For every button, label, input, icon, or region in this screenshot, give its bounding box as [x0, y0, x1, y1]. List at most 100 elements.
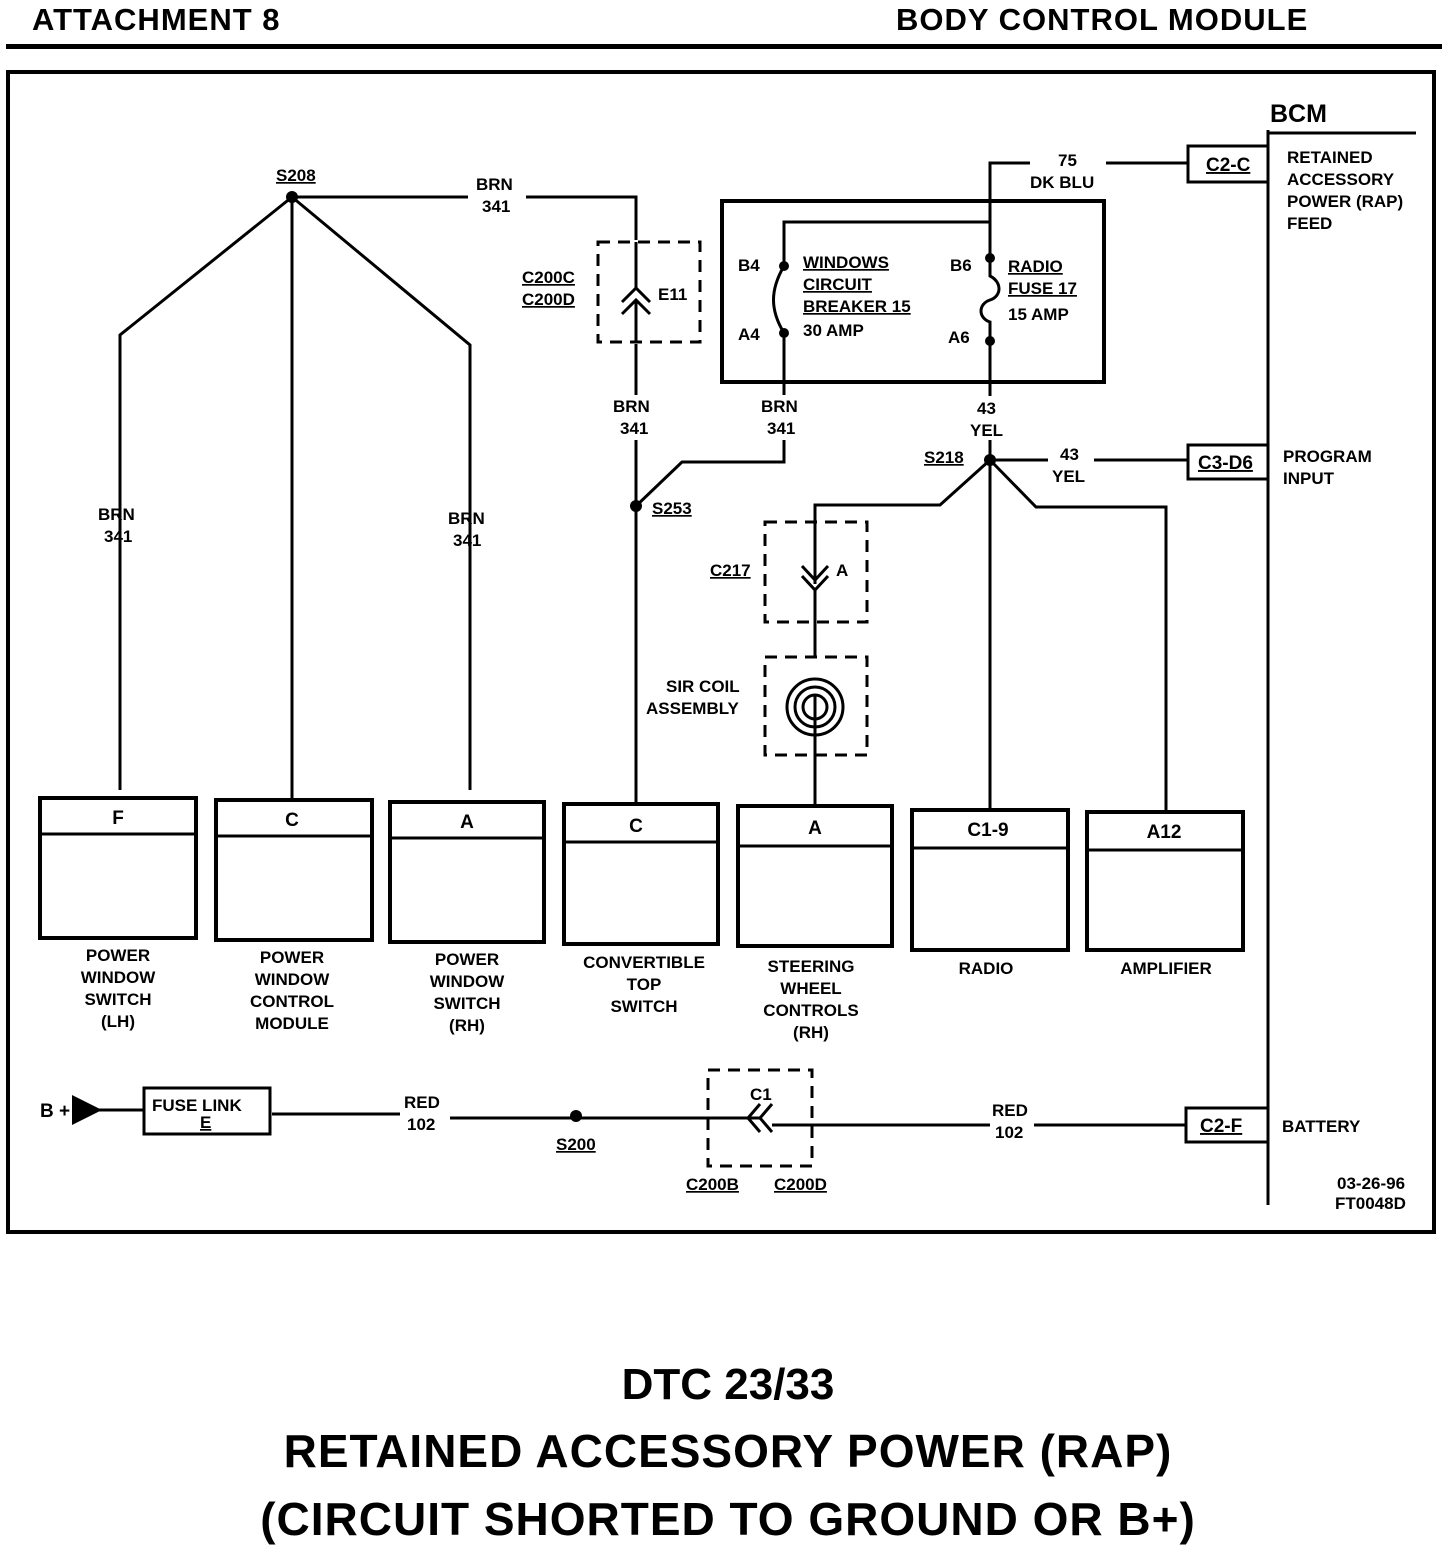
module-label-2: WINDOW [81, 968, 157, 987]
module-label-1: POWER [86, 946, 150, 965]
pin-box [1186, 443, 1270, 481]
figure-code: FT0048D [1335, 1194, 1406, 1213]
fuse-label-1: RADIO [1008, 257, 1063, 276]
wire-label-341-right: 341 [453, 531, 481, 550]
wire-label-341-top: 341 [482, 197, 510, 216]
fuse-block-bus [782, 220, 992, 266]
connector-label-c200b: C200B [686, 1175, 739, 1194]
module-amplifier: A12 AMPLIFIER [1085, 810, 1245, 978]
module-label-4: (RH) [449, 1016, 485, 1035]
module-label-2: WHEEL [780, 979, 841, 998]
dtc-condition: (CIRCUIT SHORTED TO GROUND OR B+) [260, 1493, 1196, 1545]
module-label-1: AMPLIFIER [1120, 959, 1212, 978]
wire-label-brn-left: BRN [98, 505, 135, 524]
fuse-amp: 15 AMP [1008, 305, 1069, 324]
module-label-4: (LH) [101, 1012, 135, 1031]
wire-label-102-right: 102 [995, 1123, 1023, 1142]
module-box [736, 804, 894, 948]
module-box [1085, 810, 1245, 952]
wire-label-dk-blu: DK BLU [1030, 173, 1094, 192]
connector-label-c200c: C200C [522, 268, 575, 287]
fuse-icon [979, 258, 1001, 341]
pin-b4: B4 [738, 256, 760, 275]
cb-label-3: BREAKER 15 [803, 297, 911, 316]
splice-s218: S218 [924, 448, 996, 467]
splice-label: S253 [652, 499, 692, 518]
module-power-window-control-module: C POWER WINDOW CONTROL MODULE [214, 798, 374, 1033]
module-pin: A [808, 818, 822, 839]
fuse-link: FUSE LINK E [142, 1086, 272, 1136]
splice-s200: S200 [556, 1110, 596, 1154]
battery-label: BATTERY [1282, 1117, 1361, 1136]
wire-s208-fanout [118, 195, 472, 790]
header-attachment: ATTACHMENT 8 [32, 2, 281, 37]
pin-label: C2-C [1206, 155, 1251, 176]
module-box [388, 800, 546, 944]
wire-label-341-left: 341 [104, 527, 132, 546]
wire-label-red-right: RED [992, 1101, 1028, 1120]
fuse-block-outline [720, 199, 1106, 384]
module-box [910, 808, 1070, 952]
dtc-subtitle: RETAINED ACCESSORY POWER (RAP) [283, 1425, 1173, 1477]
program-input-label-1: PROGRAM [1283, 447, 1372, 466]
connector-c217: A C217 [710, 505, 869, 624]
connector-pin-label: E11 [658, 285, 687, 304]
wire-label-75: 75 [1058, 151, 1077, 170]
module-label-1: POWER [435, 950, 499, 969]
module-label-2: WINDOW [430, 972, 506, 991]
wire-s218-steering [813, 458, 992, 522]
header-rule [6, 44, 1442, 49]
rap-feed-label-1: RETAINED [1287, 148, 1373, 167]
bcm-pin-c2c: C2-C [1186, 144, 1270, 184]
sir-coil-label-2: ASSEMBLY [646, 699, 740, 718]
module-pin: F [112, 808, 124, 829]
module-power-window-switch-lh: F POWER WINDOW SWITCH (LH) [38, 796, 198, 1031]
sir-coil: SIR COIL ASSEMBLY [646, 655, 869, 757]
module-label-4: (RH) [793, 1023, 829, 1042]
wire-label-brn-cb: BRN [761, 397, 798, 416]
connector-chevron-icon [800, 564, 830, 583]
wire-label-43-fuse: 43 [977, 399, 996, 418]
bplus-label: B + [40, 1101, 70, 1122]
wire-label-brn-mid: BRN [613, 397, 650, 416]
fuse-link-label-1: FUSE LINK [152, 1096, 242, 1115]
splice-s253: S253 [630, 499, 692, 518]
module-label-3: SWITCH [84, 990, 151, 1009]
module-pin: A12 [1147, 822, 1182, 843]
splice-s208: S208 [276, 166, 316, 203]
fuse-link-label-2: E [200, 1113, 211, 1132]
module-pin: A [460, 812, 474, 833]
connector-c1: C1 C200B C200D [686, 1068, 827, 1194]
wire-s253-cb [634, 440, 786, 508]
wire-label-yel-bcm: YEL [1052, 467, 1085, 486]
connector-chevron-icon [746, 1103, 762, 1133]
splice-dot [286, 191, 298, 203]
splice-dot [570, 1110, 582, 1122]
circuit-breaker-icon [772, 265, 786, 334]
wire-dk-blu-left [988, 161, 1030, 258]
module-box [214, 798, 374, 942]
program-input-label-2: INPUT [1283, 469, 1335, 488]
splice-dot [984, 454, 996, 466]
module-radio: C1-9 RADIO [910, 808, 1070, 978]
module-label-1: CONVERTIBLE [583, 953, 705, 972]
module-convertible-top-switch: C CONVERTIBLE TOP SWITCH [562, 802, 720, 1016]
module-label-2: TOP [627, 975, 662, 994]
wire-label-341-cb: 341 [767, 419, 795, 438]
module-label-1: RADIO [959, 959, 1014, 978]
pin-box [1186, 144, 1270, 184]
rap-feed-label-2: ACCESSORY [1287, 170, 1395, 189]
fuse-label-2: FUSE 17 [1008, 279, 1077, 298]
module-pin: C [285, 810, 299, 831]
bcm-pin-c3d6: C3-D6 [1186, 443, 1270, 481]
sir-coil-label-1: SIR COIL [666, 677, 740, 696]
pin-a6: A6 [948, 328, 970, 347]
figure-date: 03-26-96 [1337, 1174, 1405, 1193]
connector-outline [596, 240, 702, 344]
pin-label: C3-D6 [1198, 453, 1253, 474]
connector-pin-label: A [836, 561, 848, 580]
fuse-block: B4 A4 WINDOWS CIRCUIT BREAKER 15 30 AMP … [720, 199, 1106, 384]
module-label-2: WINDOW [255, 970, 331, 989]
module-label-1: STEERING [768, 957, 855, 976]
